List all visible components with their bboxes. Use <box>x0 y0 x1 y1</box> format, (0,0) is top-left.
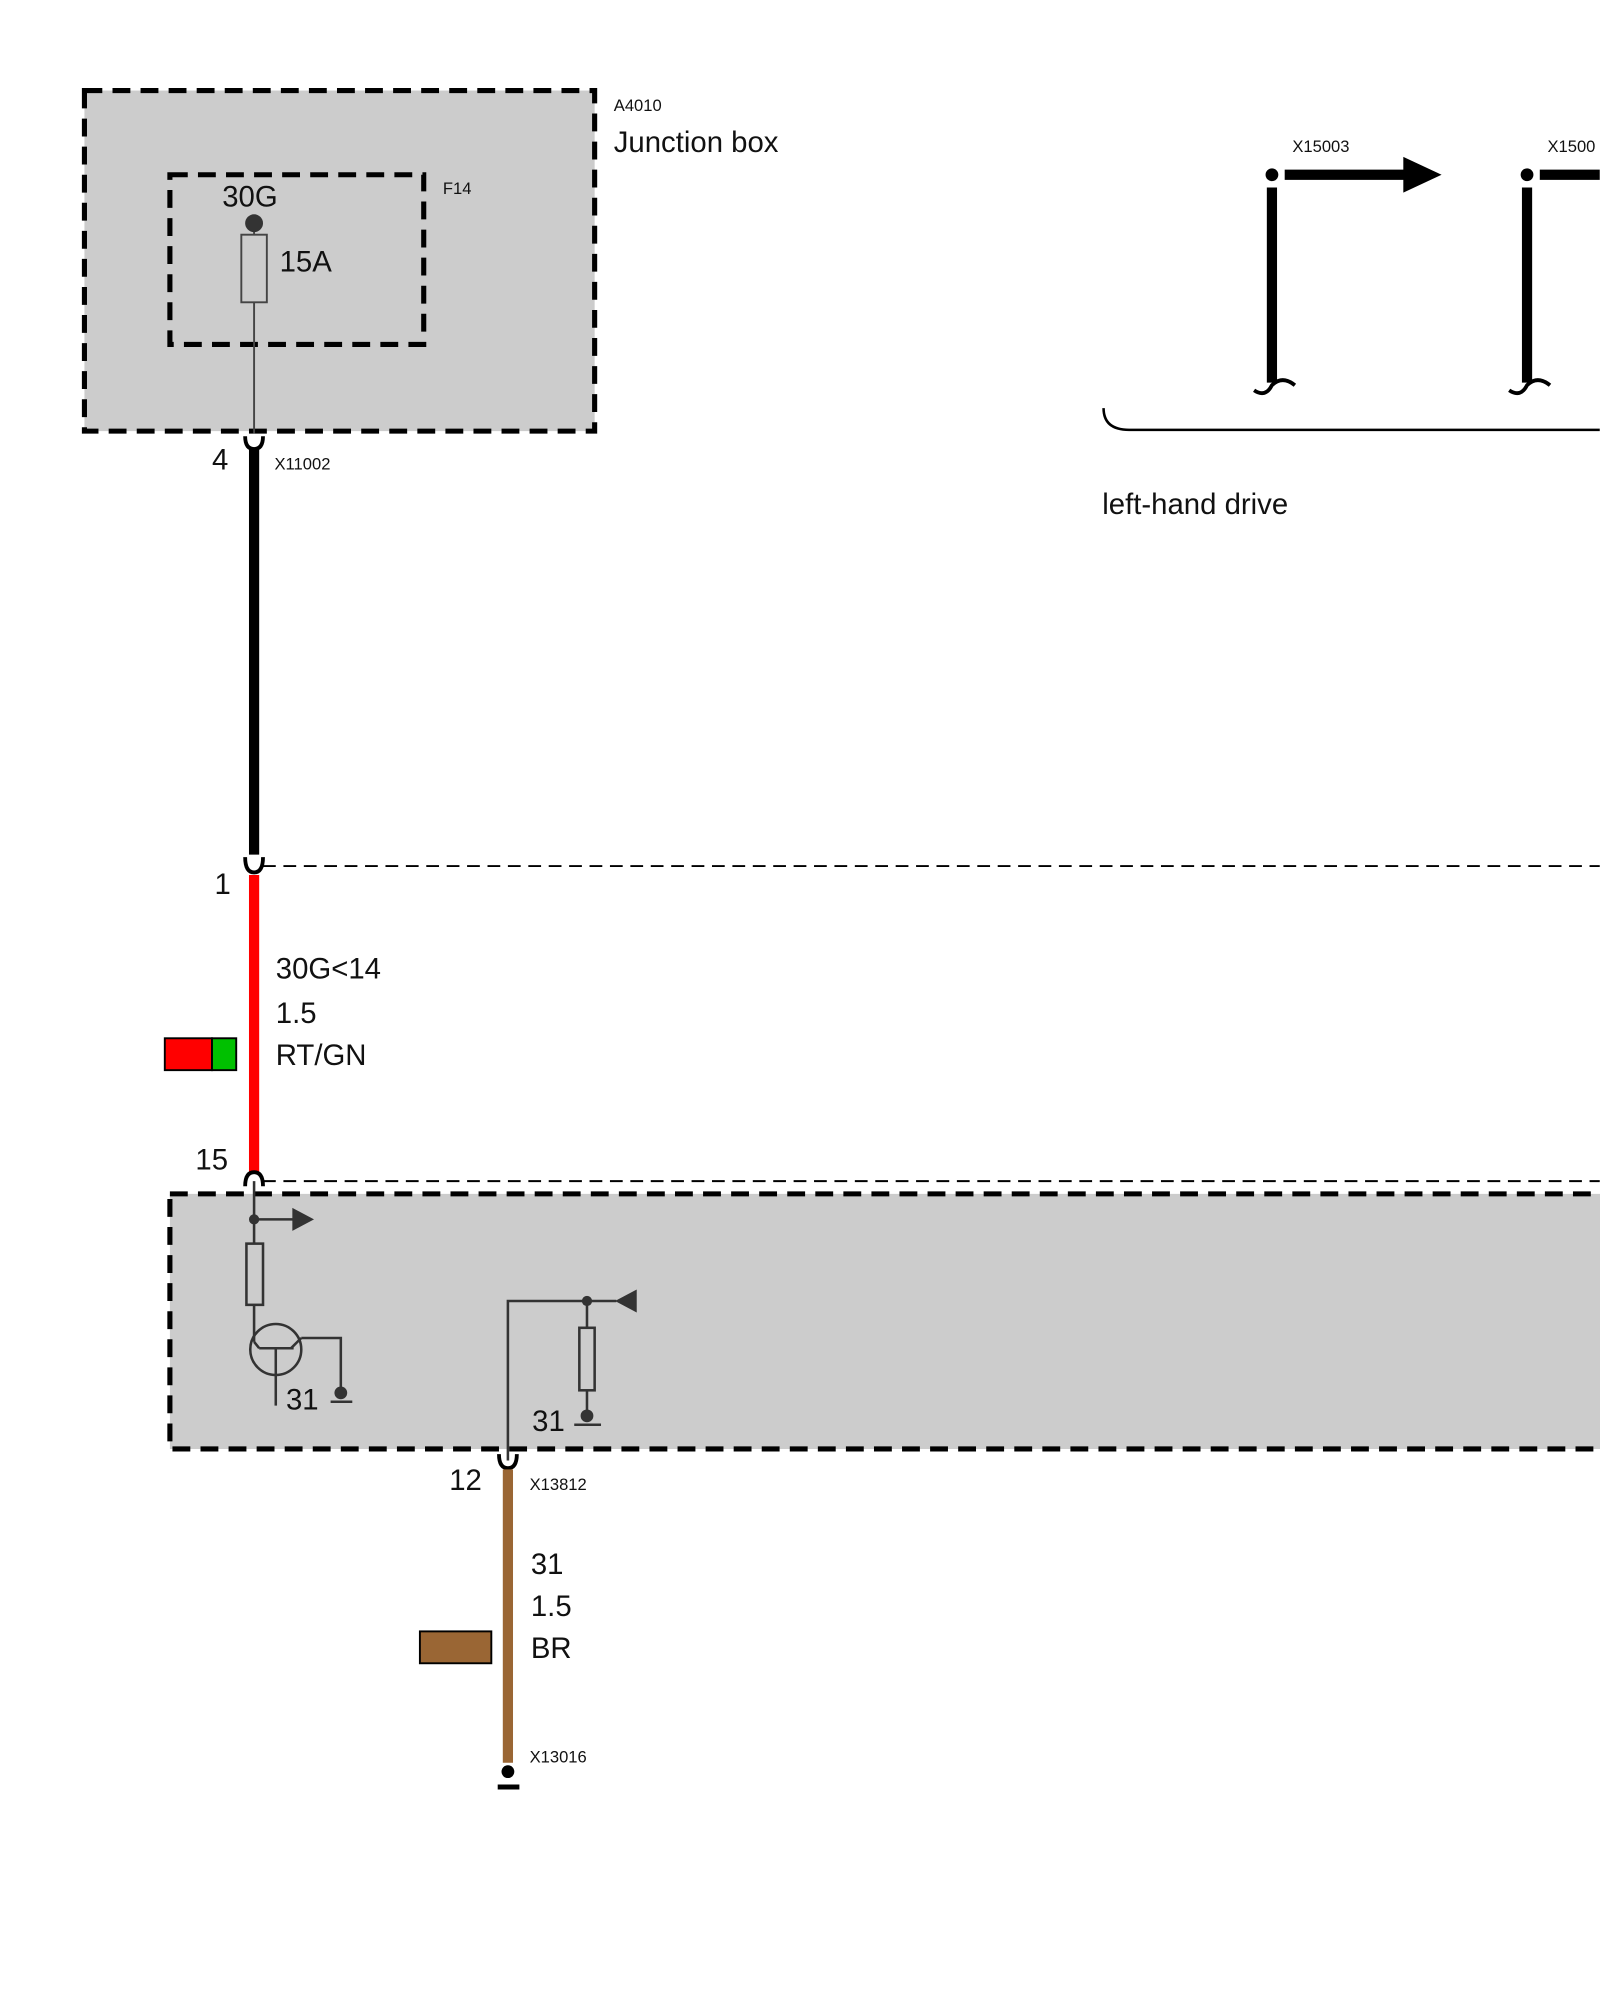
wire-red-swatch-red <box>163 1037 213 1072</box>
connector-x13812-pin: 12 <box>449 1464 482 1497</box>
fuse-housing <box>167 172 427 347</box>
wire-red-gauge: 1.5 <box>276 997 317 1030</box>
connector-x11002-icon <box>243 436 265 451</box>
fuse-rating: 15A <box>280 246 333 279</box>
connector-x13812-id: X13812 <box>530 1475 587 1494</box>
wire-brown-color: BR <box>531 1632 572 1665</box>
wire-brown-gauge: 1.5 <box>531 1590 572 1623</box>
ground-icon <box>334 1386 348 1400</box>
wire-break-icon <box>1508 378 1552 396</box>
ground-icon <box>580 1409 594 1423</box>
module-ground-label-1: 31 <box>286 1383 319 1416</box>
ground-point-icon <box>501 1765 515 1779</box>
control-module <box>167 1191 1600 1452</box>
fuse-id: F14 <box>443 179 472 198</box>
fuse-terminal: 30G <box>222 181 277 214</box>
connector-x15003-id: X15003 <box>1292 137 1349 156</box>
junction-box <box>81 88 598 434</box>
variant-bracket <box>1102 408 1600 432</box>
ground-point-id: X13016 <box>530 1748 587 1767</box>
wire-red-pin-bottom: 15 <box>195 1144 228 1177</box>
junction-box-id: A4010 <box>614 96 662 115</box>
wire-red-pin-top: 1 <box>215 868 231 901</box>
fuse-terminal-dot <box>245 214 264 233</box>
connector-x11002-pin: 4 <box>212 443 228 476</box>
wire-red-signal: 30G<14 <box>276 952 381 985</box>
junction-box-title: Junction box <box>614 126 779 159</box>
wire-brown-swatch <box>418 1630 493 1665</box>
wire-red-color: RT/GN <box>276 1039 367 1072</box>
wire-break-icon <box>1253 378 1297 396</box>
wire-red-swatch-green <box>211 1037 238 1072</box>
connector-x1500-id: X1500 <box>1547 137 1595 156</box>
output-arrow-icon <box>292 1207 315 1231</box>
module-ground-label-2: 31 <box>532 1405 565 1438</box>
variant-label: left-hand drive <box>1102 488 1288 521</box>
arrow-right-icon <box>1403 156 1442 193</box>
wire-brown-signal: 31 <box>531 1548 564 1581</box>
connector-x13812-icon <box>497 1454 519 1471</box>
connector-x11002-id: X11002 <box>274 454 330 473</box>
input-arrow-icon <box>615 1289 637 1313</box>
fuse-icon <box>240 233 268 304</box>
